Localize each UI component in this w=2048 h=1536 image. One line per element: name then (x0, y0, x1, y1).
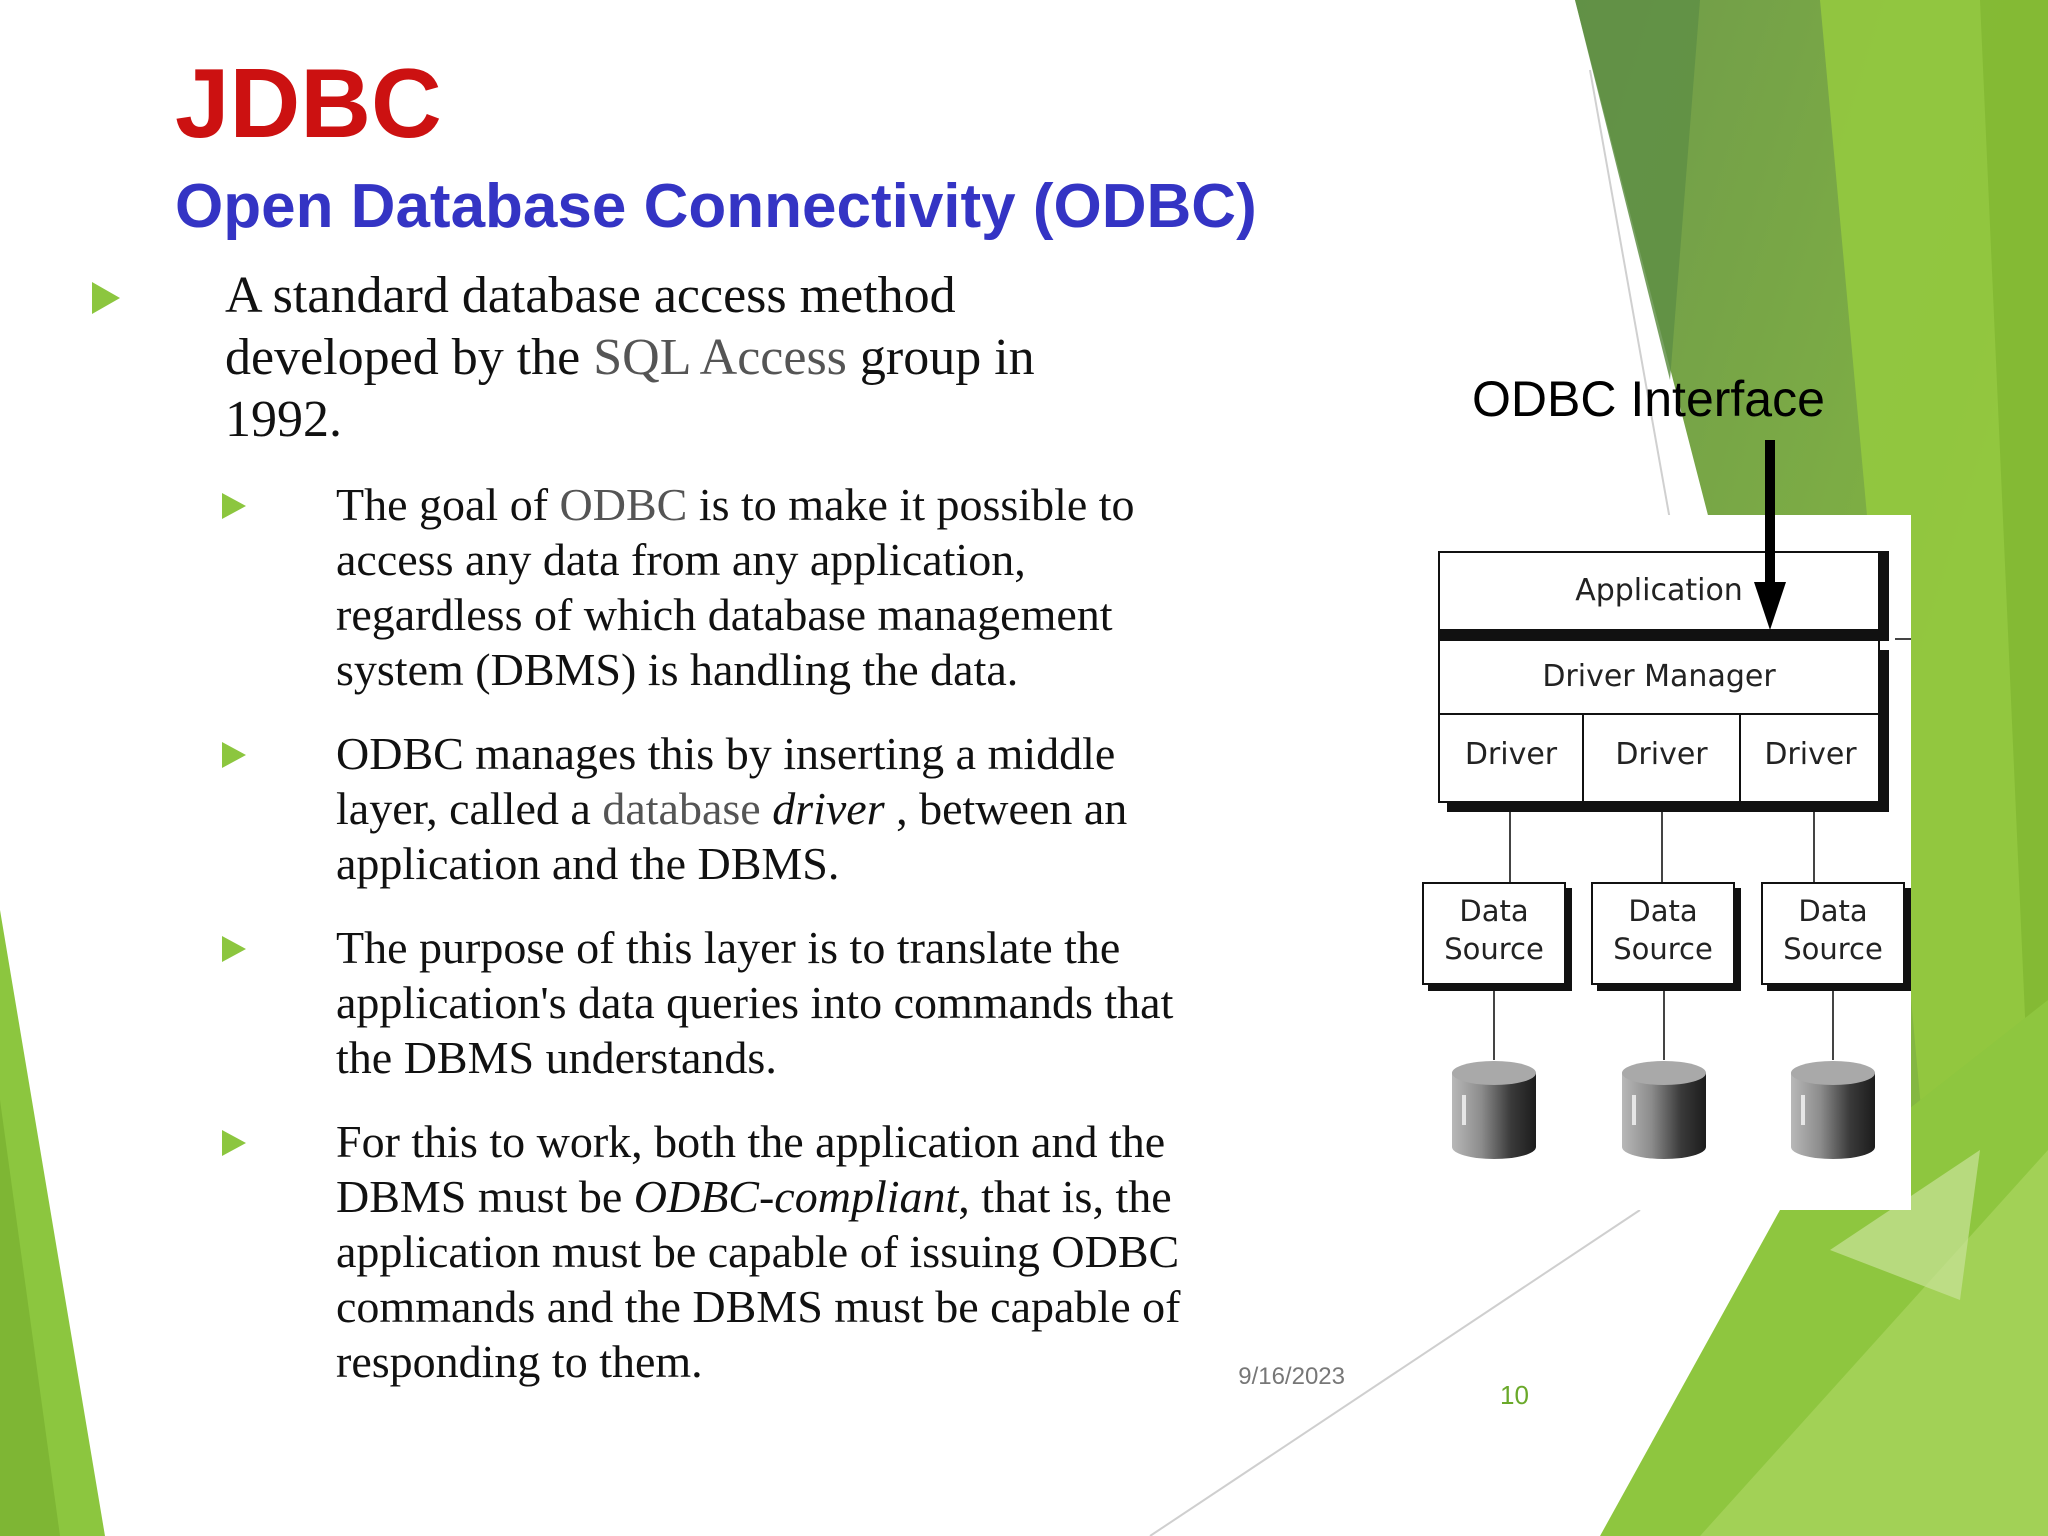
driver-col-divider (1739, 713, 1741, 801)
connector-lines (1493, 638, 1911, 1060)
bullet-sub-4-text: For this to work, both the application a… (336, 1116, 1181, 1387)
interface-arrow-icon (1754, 440, 1786, 630)
driver-label: Driver (1464, 737, 1558, 772)
application-label: Application (1575, 573, 1743, 608)
database-icon (1791, 1061, 1875, 1159)
odbc-interface-label: ODBC Interface (1472, 371, 1825, 427)
bullet-arrow-icon (92, 282, 120, 314)
bullet-arrow-icon (222, 742, 246, 768)
bullet-arrow-icon (222, 1130, 246, 1156)
driver-manager-label: Driver Manager (1542, 659, 1776, 694)
driver-label: Driver (1615, 737, 1708, 772)
driver-manager-block: Driver Manager Driver Driver Driver (1438, 641, 1880, 803)
odbc-diagram: Application Driver Manager Driver Driver… (1408, 515, 1911, 1210)
driver-label: Driver (1764, 737, 1857, 772)
database-icon (1452, 1061, 1536, 1159)
interface-divider (1438, 631, 1889, 641)
slide-subtitle: Open Database Connectivity (ODBC) (175, 172, 1257, 241)
database-cylinders (1452, 1061, 1875, 1159)
bullet-sub-3-text: The purpose of this layer is to translat… (336, 922, 1174, 1083)
bullet-sub-1-text: The goal of ODBC is to make it possible … (336, 479, 1135, 695)
application-box: Application (1438, 551, 1880, 631)
bullet-arrow-icon (222, 493, 246, 519)
slide-date: 9/16/2023 (1238, 1363, 1345, 1390)
bullet-sub-2-text: ODBC manages this by inserting a middle … (336, 728, 1128, 889)
driver-row-divider (1440, 713, 1878, 715)
driver-col-divider (1582, 713, 1584, 801)
slide-title: JDBC (175, 48, 442, 158)
bullet-main-text: A standard database access method develo… (225, 267, 1035, 448)
slide-number: 10 (1500, 1380, 1529, 1410)
database-icon (1622, 1061, 1706, 1159)
bullet-arrow-icon (222, 936, 246, 962)
